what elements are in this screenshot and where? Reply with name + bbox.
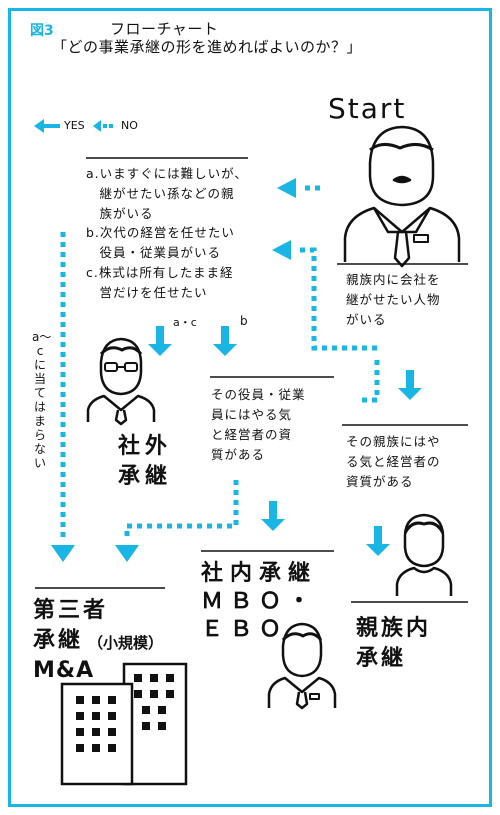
branch-label-none: a〜cに当てはまらない <box>32 330 52 470</box>
figure-label: 図3 <box>30 23 54 39</box>
outcome-family: 親族内 承継 <box>356 616 432 671</box>
outcome-third-party-line2: 承継 <box>33 628 84 653</box>
outcome-third-party-line3: M&A <box>33 658 95 683</box>
legend-no-arrow <box>93 120 113 132</box>
no-paths <box>60 185 380 540</box>
outcome-third-party-line1: 第三者 <box>33 598 109 623</box>
title-line-1: フローチャート <box>110 20 219 38</box>
officer-condition-text: その役員・従業 員にはやる気 と経営者の資 質がある <box>211 387 306 462</box>
title-line-2: 「どの事業承継の形を進めればよいのか？」 <box>52 38 363 56</box>
branch-label-b: b <box>240 314 248 328</box>
businessman-icon <box>267 622 337 710</box>
businessman-glasses-icon <box>86 337 156 426</box>
office-buildings-icon <box>60 662 188 786</box>
legend-no-label: NO <box>121 119 138 132</box>
outcome-external: 社外 承継 <box>118 434 173 489</box>
question-text: a.いますぐには難しいが、 継がせたい孫などの親 族がいる b.次代の経営を任せ… <box>86 166 248 300</box>
legend-yes-label: YES <box>64 119 85 132</box>
young-man-icon <box>395 513 453 596</box>
legend-yes-arrow <box>34 119 60 133</box>
start-label: Start <box>328 92 407 125</box>
branch-label-ac: a・c <box>173 316 197 329</box>
outcome-internal: 社内承継 ＭＢＯ・ ＥＢＯ <box>201 561 318 642</box>
outcome-third-party-note: （小規模） <box>88 634 164 652</box>
family-condition-text: その親族にはや る気と経営者の 資質がある <box>346 434 441 489</box>
businessman-mustache-icon <box>343 125 461 268</box>
no-arrowheads <box>51 178 296 562</box>
start-condition-text: 親族内に会社を 継がせたい人物 がいる <box>346 272 441 327</box>
page-title: フローチャート「どの事業承継の形を進めればよいのか？」 <box>52 20 362 56</box>
